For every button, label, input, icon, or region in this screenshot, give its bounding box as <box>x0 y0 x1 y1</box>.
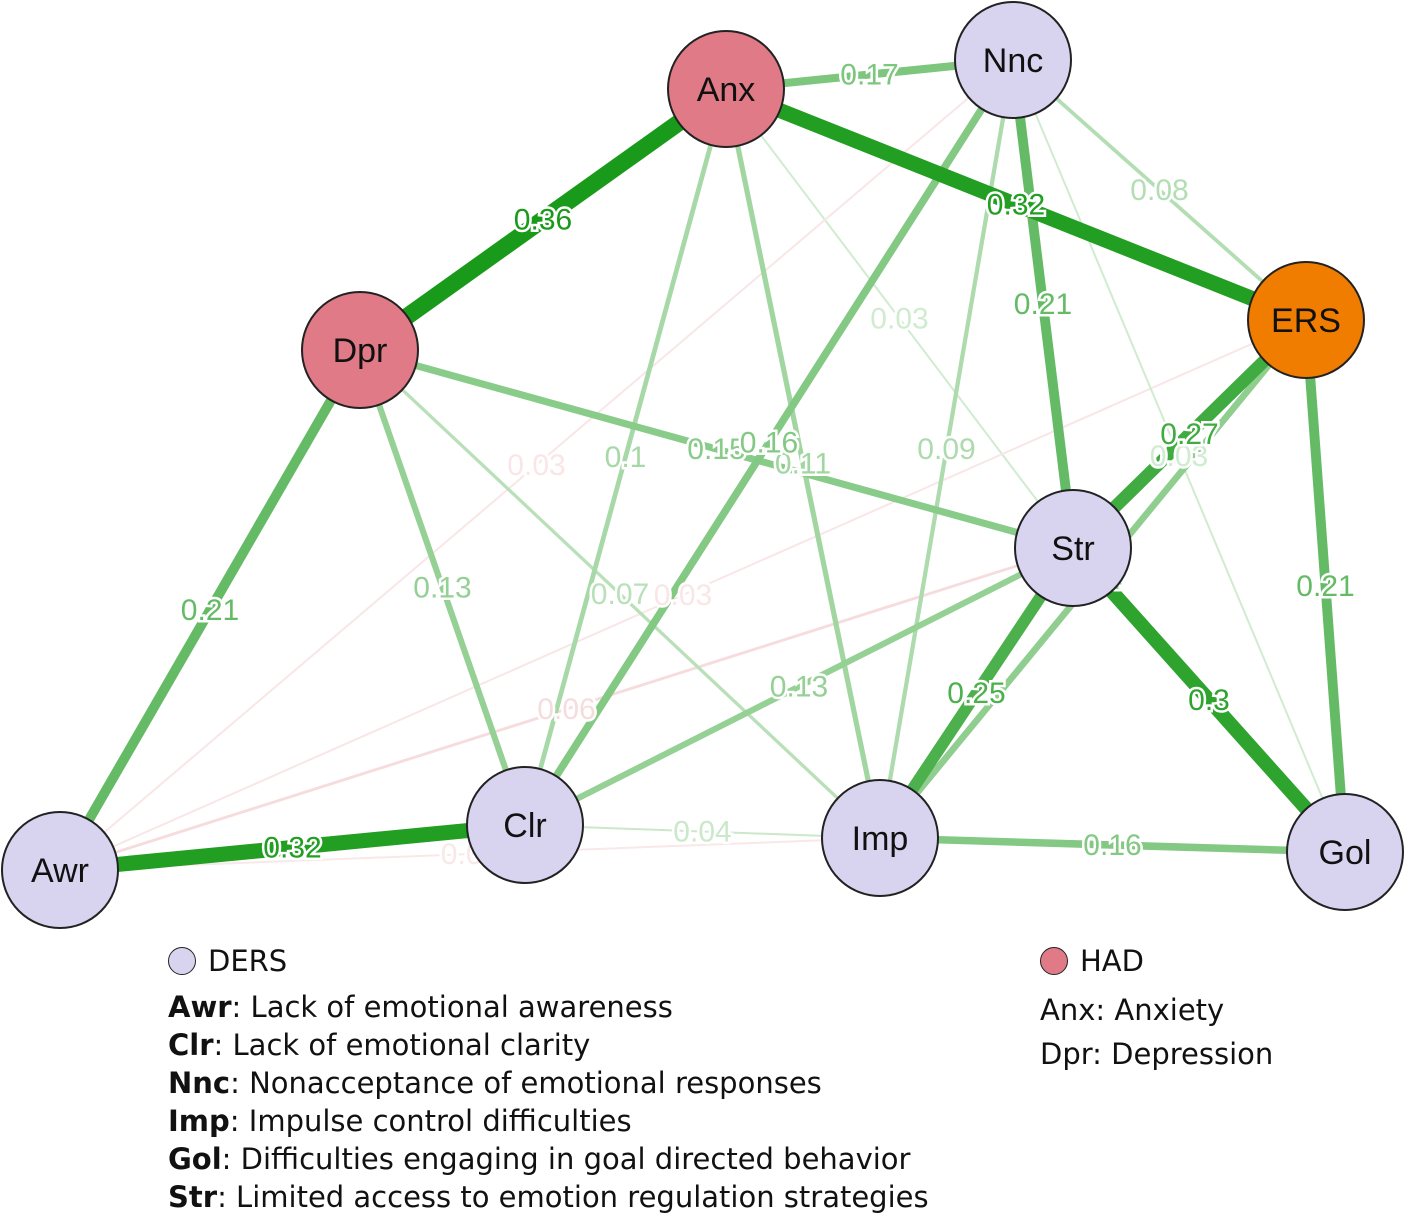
legend-item-str: Str: Limited access to emotion regulatio… <box>168 1180 929 1214</box>
edge-label-nnc-str: 0.21 <box>1014 288 1072 321</box>
legend-had-title: HAD <box>1080 944 1144 978</box>
node-circle-gol <box>1286 793 1404 911</box>
legend-item-awr: Awr: Lack of emotional awareness <box>168 990 673 1024</box>
node-gol: Gol <box>1286 793 1404 911</box>
node-clr: Clr <box>466 766 584 884</box>
edge-awr-ers <box>59 319 1307 871</box>
legend-ders-header: DERS <box>168 944 929 978</box>
edge-label-str-ers: 0.27 <box>1160 418 1218 451</box>
legend-had-header: HAD <box>1040 944 1273 978</box>
node-label-awr: Awr <box>31 852 89 890</box>
edge-label-clr-imp: 0.04 <box>673 816 731 849</box>
node-circle-clr <box>466 766 584 884</box>
edge-label-nnc-gol: 0.03 <box>1150 440 1208 473</box>
edge-label-awr-clr: 0.32 <box>263 832 321 865</box>
edge-nnc-clr <box>521 57 1017 828</box>
edge-nnc-gol <box>1012 59 1346 853</box>
edge-anx-imp <box>723 88 883 839</box>
edge-label-anx-imp: 0.11 <box>775 448 831 481</box>
edge-label-dpr-imp: 0.07 <box>591 578 649 611</box>
node-label-clr: Clr <box>503 807 546 845</box>
edge-label-dpr-clr: 0.13 <box>413 572 471 605</box>
edge-dpr-imp <box>358 348 882 840</box>
edge-label-imp-gol: 0.16 <box>1083 829 1141 862</box>
edge-label-anx-clr: 0.1 <box>605 441 647 474</box>
node-circle-dpr <box>301 291 419 409</box>
node-label-gol: Gol <box>1319 834 1372 872</box>
node-circle-nnc <box>954 1 1072 119</box>
edge-clr-imp <box>524 824 881 839</box>
node-label-anx: Anx <box>697 71 756 109</box>
edge-ers-gol <box>1301 319 1350 853</box>
node-ers: ERS <box>1247 261 1365 379</box>
node-label-str: Str <box>1051 530 1094 568</box>
node-circle-awr <box>1 811 119 929</box>
edge-awr-nnc <box>59 59 1014 871</box>
edge-label-nnc-ers: 0.08 <box>1130 174 1188 207</box>
edge-awr-imp <box>59 837 881 871</box>
edge-str-gol <box>1067 543 1351 857</box>
edge-label-awr-nnc: 0.03 <box>507 449 565 482</box>
legend-item-anx: Anx: Anxiety <box>1040 993 1225 1027</box>
edge-label-ers-gol: 0.21 <box>1296 570 1354 603</box>
ders-color-swatch <box>168 947 196 975</box>
edge-dpr-clr <box>357 348 528 827</box>
legend-had: HAD Anx: Anxiety Dpr: Depression <box>1040 944 1273 1076</box>
node-circle-imp <box>821 779 939 897</box>
node-label-nnc: Nnc <box>983 42 1043 80</box>
edge-clr-str <box>523 545 1075 828</box>
edge-label-awr-dpr: 0.21 <box>181 594 239 627</box>
had-color-swatch <box>1040 947 1068 975</box>
node-str: Str <box>1014 489 1132 607</box>
node-dpr: Dpr <box>301 291 419 409</box>
node-circle-ers <box>1247 261 1365 379</box>
edge-anx-ers <box>723 81 1309 328</box>
edge-anx-dpr <box>355 82 731 357</box>
edge-nnc-ers <box>1011 58 1308 322</box>
edge-label-str-imp: 0.25 <box>947 677 1005 710</box>
node-nnc: Nnc <box>954 1 1072 119</box>
edge-imp-gol <box>879 834 1346 856</box>
legend-item-imp: Imp: Impulse control difficulties <box>168 1104 632 1138</box>
edge-anx-clr <box>522 88 729 826</box>
edge-anx-str <box>725 88 1074 549</box>
node-label-imp: Imp <box>852 820 909 858</box>
edge-label-nnc-imp: 0.09 <box>917 433 975 466</box>
edge-label-nnc-clr: 0.16 <box>740 427 798 460</box>
legend-item-nnc: Nnc: Nonacceptance of emotional response… <box>168 1066 822 1100</box>
edge-label-anx-ers: 0.32 <box>987 189 1045 222</box>
node-awr: Awr <box>1 811 119 929</box>
edge-label-dpr-str: 0.15 <box>687 433 745 466</box>
edge-label-awr-ers: 0.03 <box>654 579 712 612</box>
edge-label-clr-str: 0.13 <box>770 671 828 704</box>
network-graph: 0.020.030.030.030.030.040.060.070.080.09… <box>1 1 1404 929</box>
node-circle-anx <box>667 30 785 148</box>
legend-item-clr: Clr: Lack of emotional clarity <box>168 1028 591 1062</box>
edge-awr-clr <box>59 817 526 878</box>
edge-label-anx-dpr: 0.36 <box>514 204 572 237</box>
edge-nnc-str <box>1008 59 1078 549</box>
legend-ders-title: DERS <box>208 944 288 978</box>
legend-item-dpr: Dpr: Depression <box>1040 1037 1274 1071</box>
edge-label-anx-nnc: 0.17 <box>840 59 898 92</box>
node-label-ers: ERS <box>1271 302 1341 340</box>
node-circle-str <box>1014 489 1132 607</box>
legend-item-gol: Gol: Difficulties engaging in goal direc… <box>168 1142 911 1176</box>
legend-ders: DERS Awr: Lack of emotional awareness Cl… <box>168 944 929 1216</box>
edge-dpr-str <box>359 346 1074 552</box>
edge-label-awr-str: 0.06 <box>537 693 595 726</box>
edge-label-anx-str: 0.03 <box>870 303 928 336</box>
node-imp: Imp <box>821 779 939 897</box>
edge-awr-dpr <box>55 347 365 873</box>
edge-labels-layer: 0.020.030.030.030.030.040.060.070.080.09… <box>178 56 1357 874</box>
edge-label-str-gol: 0.3 <box>1188 684 1230 717</box>
node-anx: Anx <box>667 30 785 148</box>
node-label-dpr: Dpr <box>333 332 388 370</box>
edge-awr-str <box>59 546 1074 872</box>
